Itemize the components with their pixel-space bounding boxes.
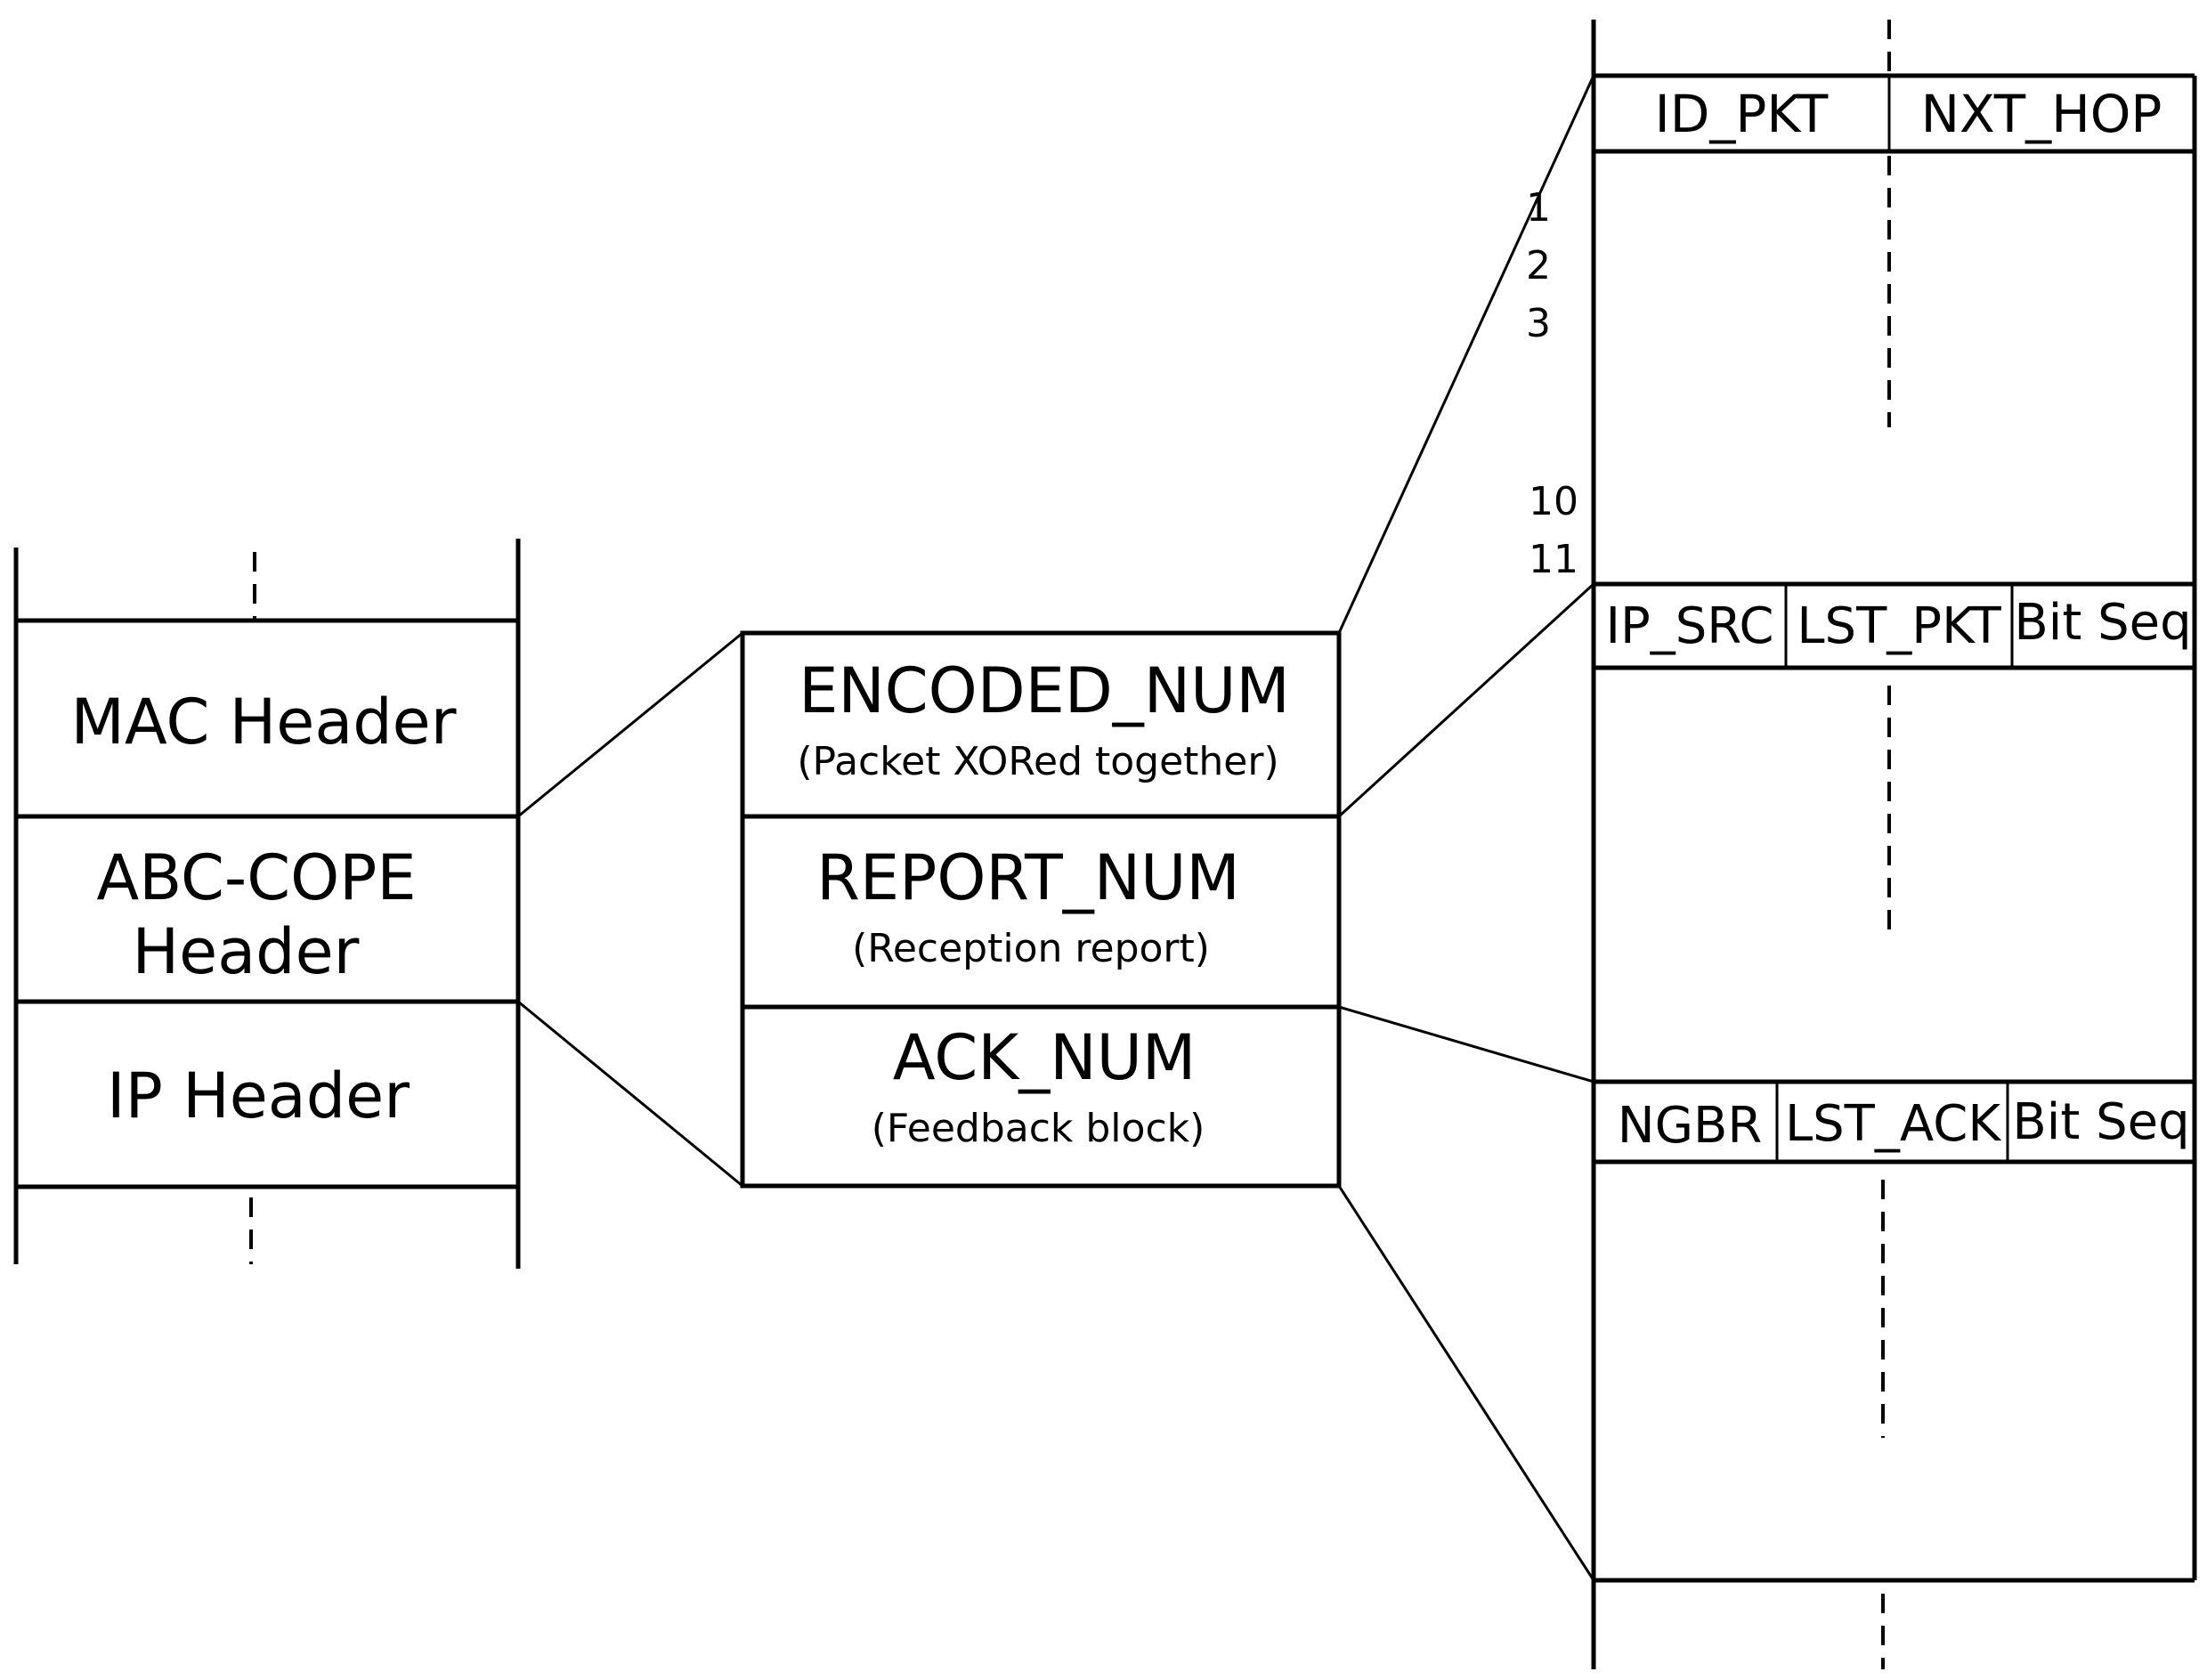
- expansion-lines-right: [1337, 75, 1595, 1581]
- lst-ack-header: LST_ACK: [1785, 1095, 2001, 1153]
- packet-stack: MAC Header ABC-COPE Header IP Header: [13, 539, 521, 1269]
- ip-header-label: IP Header: [107, 1059, 410, 1132]
- abc-cope-fields: ENCODED_NUM (Packet XORed together) REPO…: [740, 630, 1342, 1189]
- expansion-lines-left: [517, 631, 743, 1188]
- report-bit-seq-header: Bit Seq: [2014, 594, 2191, 652]
- ack-bit-seq-header: Bit Seq: [2012, 1093, 2189, 1151]
- id-pkt-header: ID_PKT: [1655, 84, 1829, 144]
- abc-cope-header-label-line2: Header: [133, 915, 360, 988]
- lst-pkt-header: LST_PKT: [1797, 597, 2001, 655]
- row-number-11: 11: [1529, 537, 1578, 582]
- row-number-1: 1: [1526, 185, 1551, 231]
- ngbr-header: NGBR: [1618, 1097, 1763, 1155]
- report-num-label: REPORT_NUM: [816, 841, 1239, 914]
- nxt-hop-header: NXT_HOP: [1921, 84, 2162, 144]
- encoded-num-description: (Packet XORed together): [797, 739, 1278, 784]
- ip-src-header: IP_SRC: [1605, 597, 1773, 655]
- row-number-3: 3: [1526, 301, 1551, 346]
- ack-num-description: (Feedback block): [872, 1106, 1205, 1151]
- row-number-2: 2: [1526, 243, 1551, 288]
- abc-cope-header-label-line1: ABC-COPE: [96, 841, 416, 914]
- encoded-num-label: ENCODED_NUM: [799, 654, 1290, 727]
- detail-blocks: ID_PKT NXT_HOP 1 2 3 10 11 IP_SRC LST_PK…: [1526, 20, 2197, 1669]
- report-num-description: (Reception report): [852, 926, 1210, 971]
- row-numbers: 1 2 3 10 11: [1526, 185, 1578, 582]
- ack-num-label: ACK_NUM: [893, 1021, 1196, 1094]
- mac-header-label: MAC Header: [70, 686, 456, 759]
- row-number-10: 10: [1529, 479, 1578, 524]
